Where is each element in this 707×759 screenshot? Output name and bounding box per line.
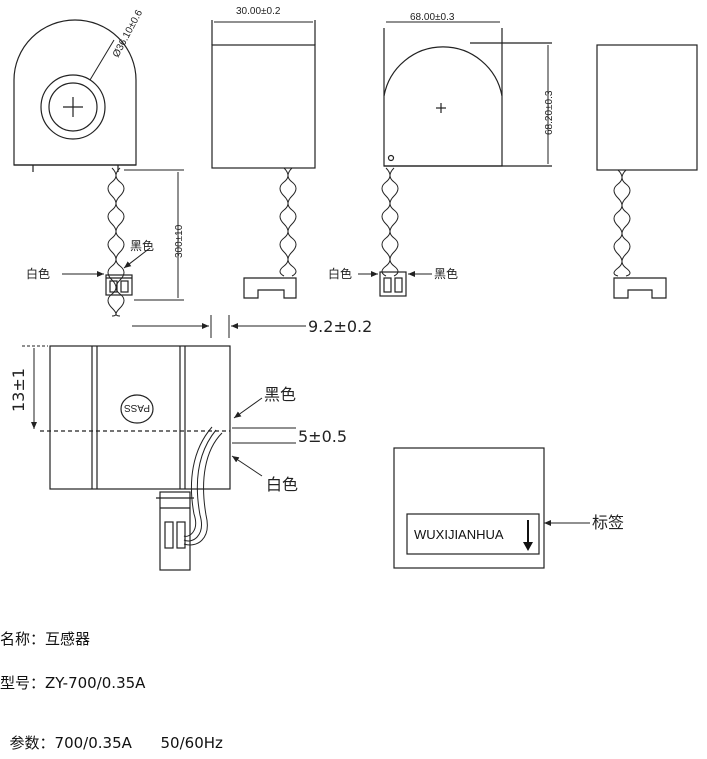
white-wire-label-bottom: 白色 [266, 475, 298, 494]
spec-params-frequency: 50/60Hz [160, 734, 223, 752]
black-wire-arrow-bottom [233, 397, 263, 419]
thickness-dimension: 30.00±0.2 [236, 6, 281, 17]
connector-bottom [156, 491, 194, 571]
pin-offset-dim-lines [22, 345, 48, 429]
tag-label: 标签 [592, 513, 624, 532]
lead-length-dimension-lines [124, 169, 184, 301]
side-depth-dimension: 9.2±0.2 [308, 317, 372, 336]
technical-drawing: 白色 黑色 Ø36.10±0.6 300±10 30.00±0.2 68.00±… [9, 6, 698, 571]
label-view [393, 447, 545, 569]
wire-gap-dim-lines [232, 427, 296, 444]
pass-stamp-text: PASS [124, 402, 150, 413]
connector-side-4 [613, 277, 667, 299]
white-wire-label-1: 白色 [26, 266, 50, 281]
black-wire-arrow-1 [123, 247, 151, 269]
spec-params-rating: 参数：700/0.35A [9, 734, 132, 752]
spec-name: 名称：互感器 [0, 630, 91, 648]
white-wire-label-3: 白色 [328, 266, 352, 281]
twisted-lead-3 [381, 167, 399, 277]
rear-view [596, 44, 698, 171]
height-dimension: 68.20±0.3 [544, 90, 555, 135]
black-wire-label-bottom: 黑色 [264, 385, 296, 404]
side-depth-callout [132, 315, 306, 338]
twisted-lead-4 [613, 169, 631, 277]
front-view-right [383, 28, 552, 167]
twisted-lead-2 [279, 167, 297, 277]
white-wire-arrow-bottom [231, 455, 263, 477]
diameter-leader [89, 39, 115, 81]
connector-side-2 [243, 277, 297, 299]
body-top-view [40, 345, 231, 490]
diameter-dimension: Ø36.10±0.6 [111, 8, 145, 60]
spec-model: 型号：ZY-700/0.35A [0, 674, 146, 692]
connector-3 [379, 271, 407, 297]
twisted-lead-1 [107, 167, 125, 317]
side-view [211, 20, 316, 169]
wire-gap-dimension: 5±0.5 [298, 427, 347, 446]
spec-params: 参数：700/0.35A 50/60Hz [0, 714, 223, 753]
width-dimension: 68.00±0.3 [410, 12, 455, 23]
connector-1 [105, 274, 133, 296]
lead-length-dimension: 300±10 [174, 224, 185, 258]
front-view-left [13, 19, 137, 172]
black-wire-label-1: 黑色 [130, 239, 154, 253]
pass-stamp: PASS [120, 394, 154, 424]
black-wire-label-3: 黑色 [434, 267, 458, 281]
down-arrow-icon [523, 520, 533, 551]
pin-offset-dimension: 13±1 [9, 368, 28, 412]
tag-text: WUXIJIANHUA [414, 527, 504, 542]
